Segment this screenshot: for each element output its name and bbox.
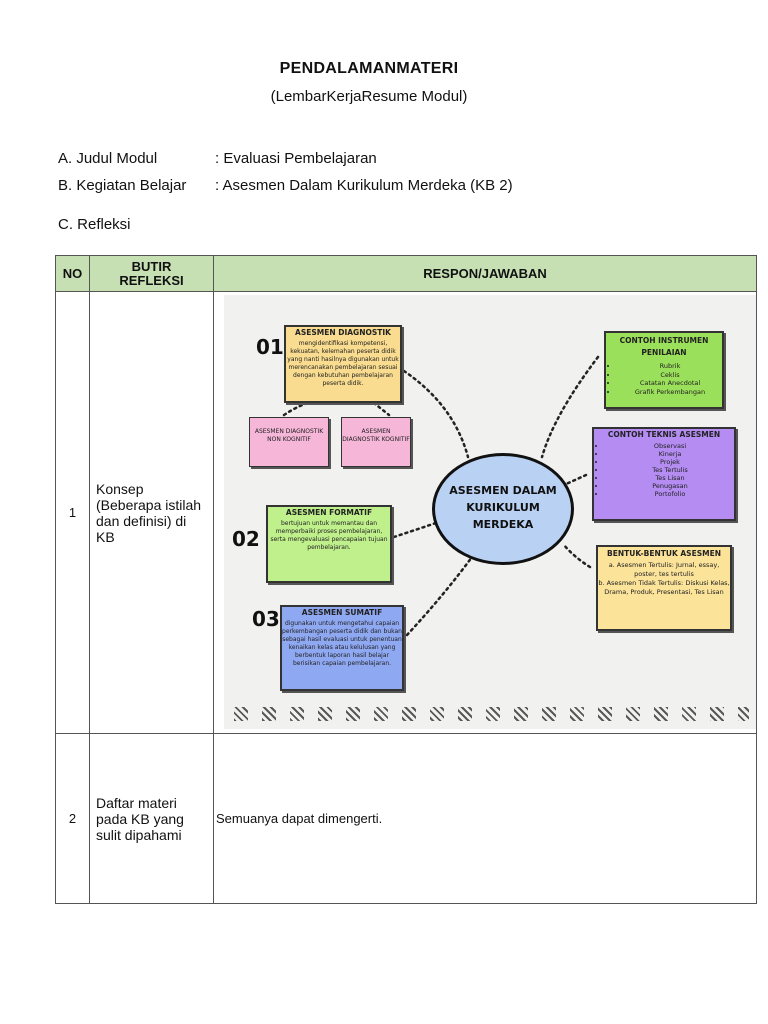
number-02: 02 [232, 527, 260, 551]
list-item: Kinerja [606, 450, 734, 458]
connector-instrumen [540, 355, 600, 459]
header-respon: RESPON/JAWABAN [213, 255, 757, 292]
judul-modul-value: : Evaluasi Pembelajaran [215, 150, 377, 167]
butir-text: Konsep (Beberapa istilah dan definisi) d… [89, 291, 214, 734]
list-item: Tes Tertulis [606, 466, 734, 474]
list-item: Penugasan [606, 482, 734, 490]
sumatif-text: digunakan untuk mengetahui capaian perke… [282, 620, 402, 667]
teknis-box: CONTOH TEKNIS ASESMEN Observasi Kinerja … [592, 427, 736, 521]
judul-modul-line: A. Judul Modul : Evaluasi Pembelajaran [58, 150, 377, 167]
non-kognitif-box: ASESMEN DIAGNOSTIK NON KOGNITIF [249, 417, 329, 467]
list-item: Grafik Perkembangan [618, 388, 722, 397]
diagnostik-box: ASESMEN DIAGNOSTIK mengidentifikasi komp… [284, 325, 402, 403]
formatif-box: ASESMEN FORMATIF bertujuan untuk memanta… [266, 505, 392, 583]
respon-text: Semuanya dapat dimengerti. [213, 733, 757, 904]
list-item: Tes Lisan [606, 474, 734, 482]
bentuk-box: BENTUK-BENTUK ASESMEN a. Asesmen Tertuli… [596, 545, 732, 631]
row-number: 1 [55, 291, 90, 734]
kegiatan-belajar-line: B. Kegiatan Belajar : Asesmen Dalam Kurik… [58, 177, 513, 194]
refleksi-table: NO BUTIR REFLEKSI RESPON/JAWABAN 1 Konse… [55, 255, 757, 904]
page-title: PENDALAMANMATERI [279, 60, 459, 77]
judul-modul-label: A. Judul Modul [58, 150, 158, 167]
kognitif-box: ASESMEN DIAGNOSTIK KOGNITIF [341, 417, 411, 467]
header-no: NO [55, 255, 90, 292]
kegiatan-belajar-value: : Asesmen Dalam Kurikulum Merdeka (KB 2) [215, 177, 513, 194]
list-item: Rubrik [618, 362, 722, 371]
bentuk-title: BENTUK-BENTUK ASESMEN [607, 549, 721, 558]
number-03: 03 [252, 607, 280, 631]
sumatif-box: ASESMEN SUMATIF digunakan untuk mengetah… [280, 605, 404, 691]
decorative-hatch-border [234, 707, 749, 721]
center-node: ASESMEN DALAM KURIKULUM MERDEKA [432, 453, 574, 565]
refleksi-heading: C. Refleksi [58, 216, 131, 233]
table-header-row: NO BUTIR REFLEKSI RESPON/JAWABAN [55, 255, 757, 292]
bentuk-line-a: a. Asesmen Tertulis: Jurnal, essay, post… [608, 561, 720, 578]
list-item: Catatan Anecdotal [618, 379, 722, 388]
instrumen-title: CONTOH INSTRUMEN PENILAIAN [619, 336, 709, 357]
center-line-3: MERDEKA [472, 518, 534, 531]
teknis-title: CONTOH TEKNIS ASESMEN [607, 430, 721, 439]
page-subtitle: (LembarKerjaResume Modul) [270, 88, 468, 105]
bentuk-line-b: b. Asesmen Tidak Tertulis: Diskusi Kelas… [598, 579, 730, 596]
connector-formatif [392, 521, 438, 539]
kegiatan-belajar-label: B. Kegiatan Belajar [58, 177, 187, 194]
list-item: Observasi [606, 442, 734, 450]
list-item: Ceklis [618, 371, 722, 380]
respon-cell: 01 ASESMEN DIAGNOSTIK mengidentifikasi k… [213, 291, 757, 734]
teknis-list: Observasi Kinerja Projek Tes Tertulis Te… [606, 442, 734, 498]
mindmap-image: 01 ASESMEN DIAGNOSTIK mengidentifikasi k… [224, 295, 756, 729]
connector-diag-kognitif [372, 401, 391, 417]
table-row: 1 Konsep (Beberapa istilah dan definisi)… [55, 291, 757, 734]
row-number: 2 [55, 733, 90, 904]
instrumen-box: CONTOH INSTRUMEN PENILAIAN Rubrik Ceklis… [604, 331, 724, 409]
diagnostik-text: mengidentifikasi kompetensi, kekuatan, k… [287, 340, 399, 387]
center-line-1: ASESMEN DALAM [449, 484, 557, 497]
connector-diagnostik [402, 369, 470, 459]
connector-teknis [562, 473, 588, 487]
list-item: Projek [606, 458, 734, 466]
list-item: Portofolio [606, 490, 734, 498]
number-01: 01 [256, 335, 284, 359]
butir-text: Daftar materi pada KB yang sulit dipaham… [89, 733, 214, 904]
diagnostik-title: ASESMEN DIAGNOSTIK [295, 328, 391, 337]
instrumen-list: Rubrik Ceklis Catatan Anecdotal Grafik P… [618, 362, 722, 396]
header-butir: BUTIR REFLEKSI [89, 255, 214, 292]
connector-bentuk [562, 543, 592, 569]
center-line-2: KURIKULUM [466, 501, 540, 514]
sumatif-title: ASESMEN SUMATIF [301, 608, 383, 617]
formatif-text: bertujuan untuk memantau dan memperbaiki… [270, 520, 388, 551]
table-row: 2 Daftar materi pada KB yang sulit dipah… [55, 733, 757, 904]
connector-sumatif [405, 555, 474, 637]
formatif-title: ASESMEN FORMATIF [285, 508, 373, 517]
